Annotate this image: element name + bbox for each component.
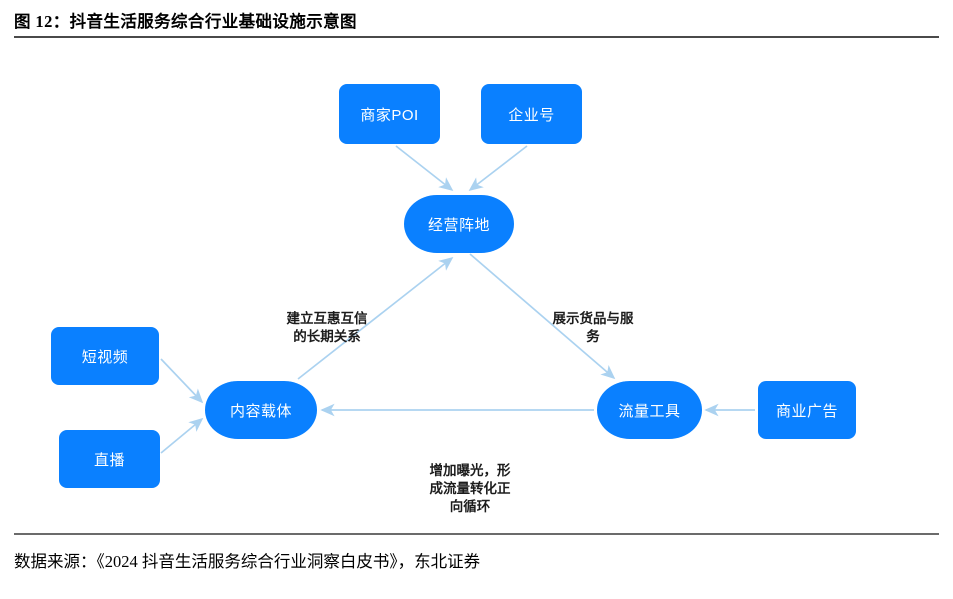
edge-label-mutual-trust: 建立互惠互信 的长期关系 (286, 311, 368, 344)
edge-label-exposure-loop: 增加曝光，形 成流量转化正 向循环 (429, 463, 511, 514)
edge-label-show-goods: 展示货品与服 务 (552, 311, 634, 344)
edge-enterprise-to-base (468, 145, 528, 192)
figure-source: 数据来源：《2024 抖音生活服务综合行业洞察白皮书》，东北证券 (14, 552, 481, 571)
node-live-stream[interactable]: 直播 (59, 430, 160, 488)
node-label: 流量工具 (618, 402, 681, 420)
node-label: 经营阵地 (427, 216, 490, 234)
node-content-carrier[interactable]: 内容载体 (205, 381, 317, 439)
node-label: 商家POI (360, 106, 419, 124)
source-divider (14, 533, 939, 535)
edge-poi-to-base (395, 145, 454, 192)
figure-title: 图 12：抖音生活服务综合行业基础设施示意图 (14, 12, 357, 31)
node-label: 企业号 (508, 106, 555, 124)
node-short-video[interactable]: 短视频 (51, 327, 159, 385)
diagram-canvas: 商家POI 企业号 经营阵地 短视频 直播 内容载体 流量工具 商业广告 建立互… (0, 40, 953, 532)
node-label: 短视频 (81, 348, 129, 366)
node-label: 商业广告 (775, 402, 838, 420)
node-traffic-tools[interactable]: 流量工具 (597, 381, 702, 439)
node-enterprise-account[interactable]: 企业号 (481, 84, 582, 144)
edge-shortvideo-to-content (160, 358, 204, 404)
node-commercial-ads[interactable]: 商业广告 (758, 381, 856, 439)
edge-base-to-traffic (469, 253, 616, 380)
edge-live-to-content (160, 417, 204, 454)
node-label: 内容载体 (229, 402, 292, 420)
node-merchant-poi[interactable]: 商家POI (339, 84, 440, 144)
title-divider (14, 36, 939, 38)
edge-content-to-base (297, 256, 454, 380)
diagram-edges (160, 145, 755, 454)
node-label: 直播 (93, 451, 125, 469)
node-operating-base[interactable]: 经营阵地 (404, 195, 514, 253)
